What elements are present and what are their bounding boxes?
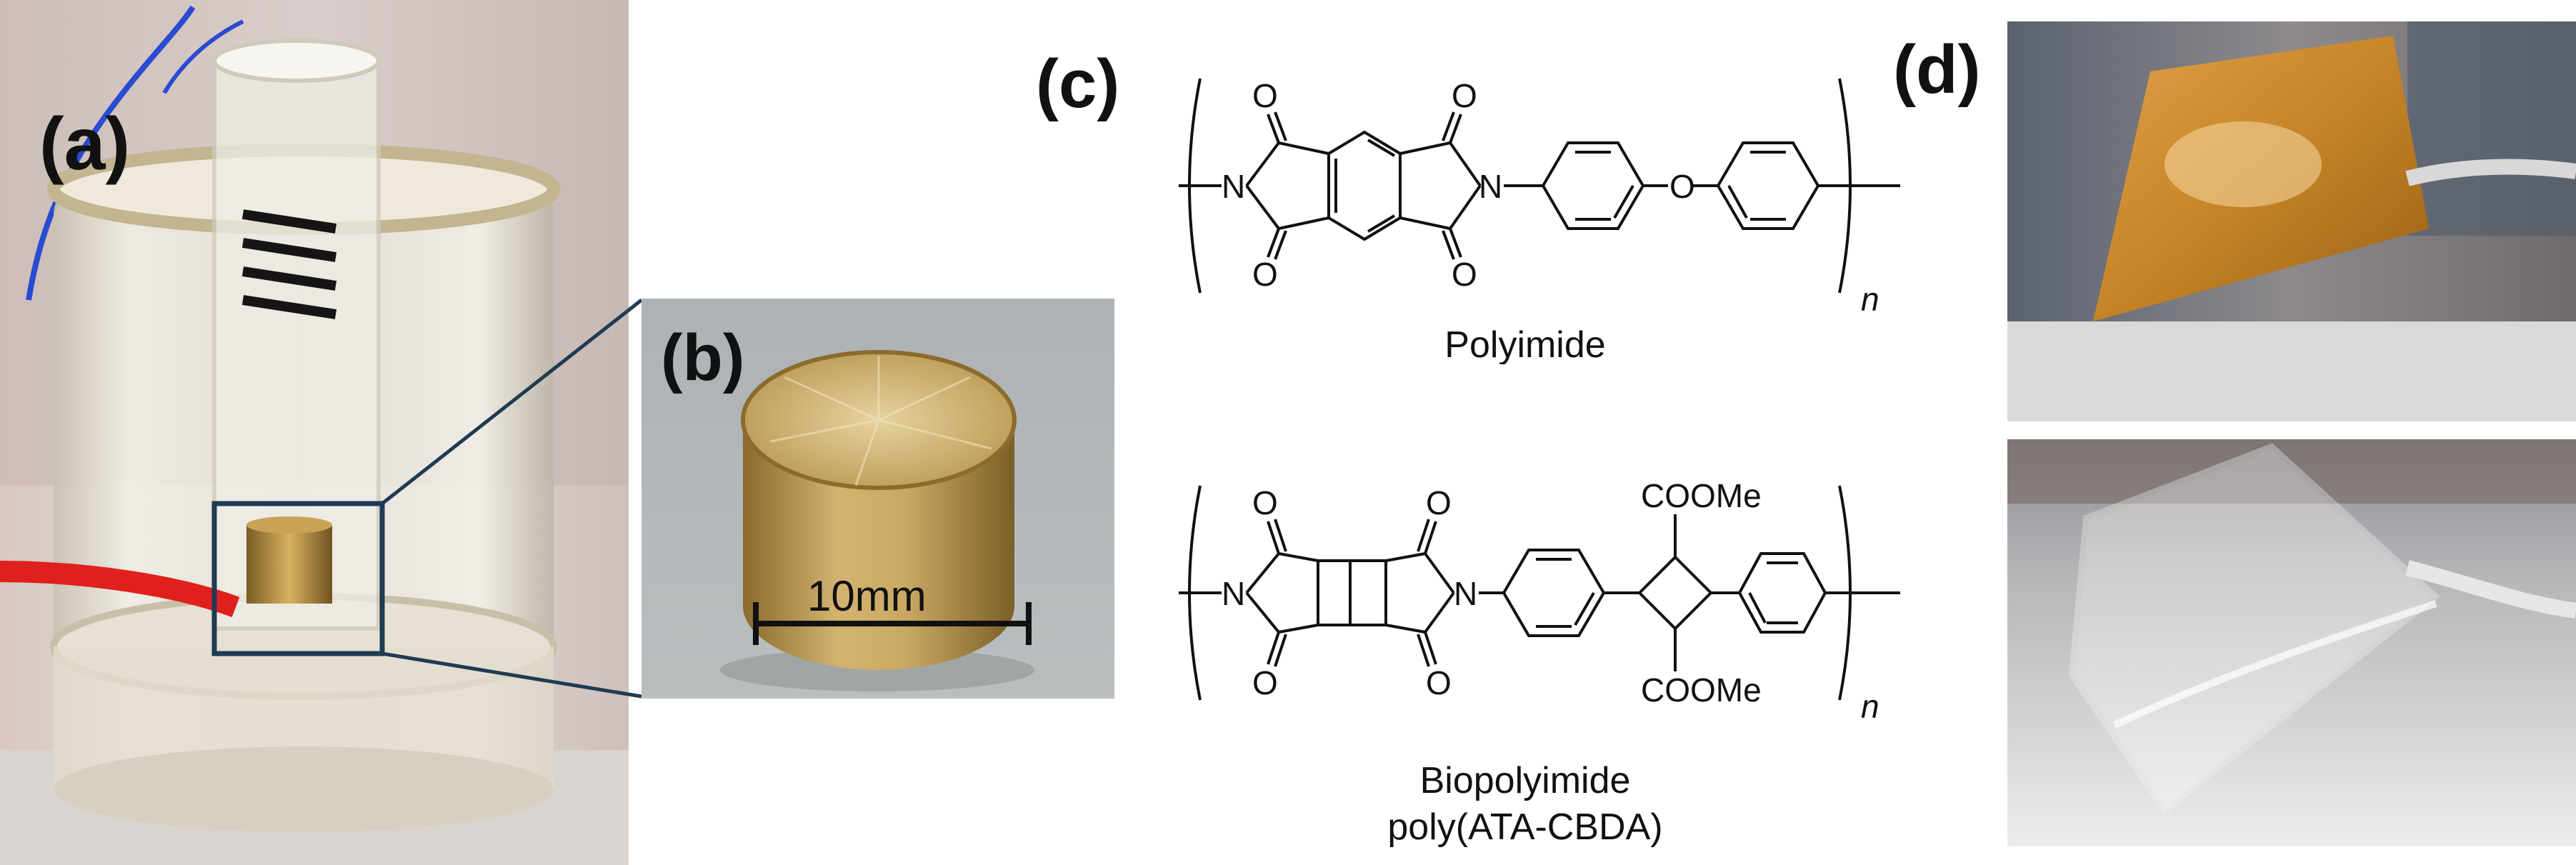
photo-b-brass-electrode: [641, 299, 1114, 699]
panel-label-a: (a): [39, 103, 131, 186]
atom-o-8: O: [1426, 664, 1452, 701]
atom-n-1: N: [1222, 168, 1245, 205]
caption-poly-ata-cbda: poly(ATA-CBDA): [1387, 806, 1662, 848]
atom-n-2: N: [1479, 168, 1502, 205]
photo-d-transparent-film: [2007, 439, 2576, 846]
panel-label-b: (b): [661, 321, 745, 394]
photo-d-kapton-film: [2007, 21, 2576, 421]
panel-label-c: (c): [1036, 46, 1120, 122]
repeat-subscript-1: n: [1861, 281, 1879, 318]
atom-n-3: N: [1222, 575, 1245, 612]
structure-polyimide: O O O O N N O n Polyimide: [1179, 77, 1900, 364]
photo-a-electrochemical-cell: [0, 0, 629, 865]
atom-o-5: O: [1252, 484, 1278, 521]
ester-group-bottom: COOMe: [1641, 671, 1762, 709]
atom-n-4: N: [1454, 575, 1477, 612]
atom-o-2: O: [1252, 256, 1278, 293]
atom-o-1: O: [1252, 77, 1278, 114]
caption-polyimide: Polyimide: [1444, 324, 1605, 364]
panel-label-d: (d): [1893, 31, 1981, 108]
atom-o-7: O: [1426, 484, 1452, 521]
structure-biopolyimide: O O O O N N COOMe COOMe n Biopolyimide p…: [1179, 477, 1900, 848]
ester-group-top: COOMe: [1641, 477, 1762, 514]
caption-biopolyimide: Biopolyimide: [1420, 760, 1631, 801]
atom-o-4: O: [1452, 256, 1477, 293]
atom-o-3: O: [1452, 77, 1477, 114]
scale-bar-label: 10mm: [807, 572, 927, 620]
atom-o-ether: O: [1669, 168, 1695, 205]
repeat-subscript-2: n: [1861, 688, 1879, 725]
atom-o-6: O: [1252, 664, 1278, 701]
